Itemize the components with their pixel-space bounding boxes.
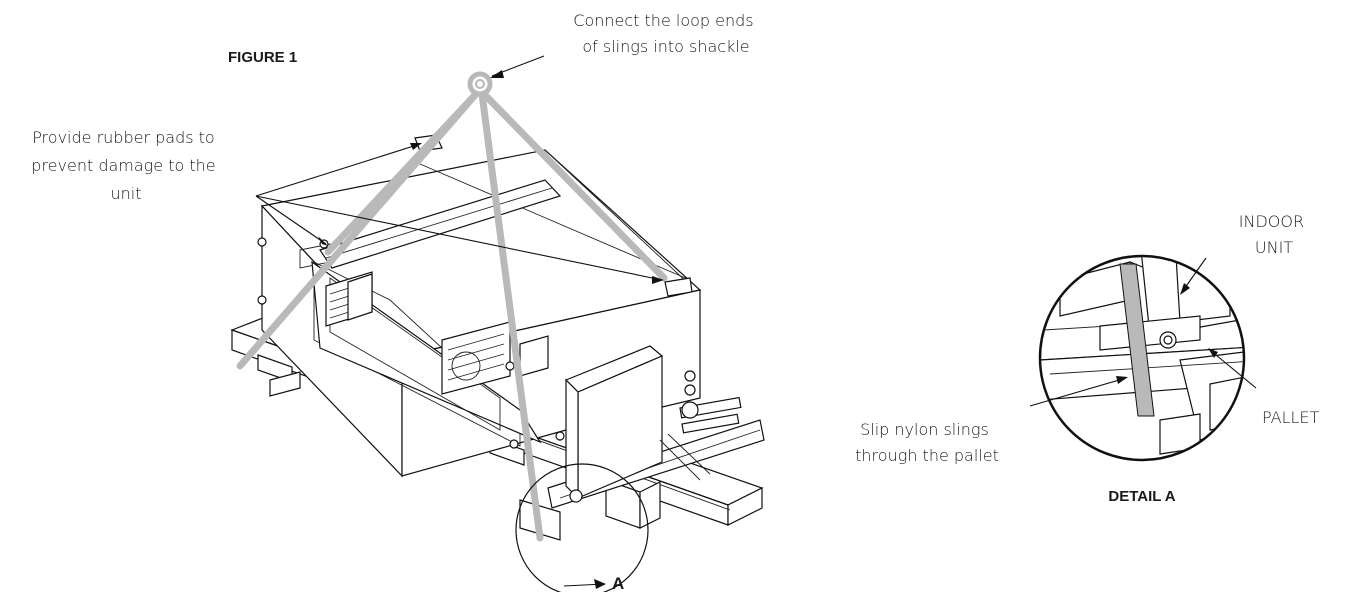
rubber-pads-note-line-1: Provide rubber pads to xyxy=(32,128,215,147)
shackle-note: Connect the loop ends of slings into sha… xyxy=(573,11,758,56)
slings-note-line-2: through the pallet xyxy=(855,446,999,465)
detail-circle-main xyxy=(515,463,649,592)
shackle xyxy=(467,71,493,97)
detail-a-view xyxy=(1029,254,1257,462)
blower-left xyxy=(325,271,373,327)
detail-callout-label: A xyxy=(612,574,624,592)
detail-a-circle xyxy=(1038,254,1246,462)
detail-a-title: DETAIL A xyxy=(1108,488,1175,505)
leader-lines-main xyxy=(255,55,664,284)
piping xyxy=(569,370,742,503)
slings-note: Slip nylon slings through the pallet xyxy=(855,420,999,465)
slings-note-line-1: Slip nylon slings xyxy=(860,420,989,439)
lifting-slings xyxy=(236,90,668,542)
rubber-pads-note: Provide rubber pads to prevent damage to… xyxy=(31,128,220,203)
shackle-note-line-1: Connect the loop ends xyxy=(573,11,753,30)
pallet-label: PALLET xyxy=(1262,408,1320,427)
unit-cabinet xyxy=(257,134,742,503)
rubber-pads-note-line-3: unit xyxy=(111,184,142,203)
indoor-unit-drawing xyxy=(230,71,765,592)
blower-right xyxy=(441,321,511,395)
shackle-note-line-2: of slings into shackle xyxy=(582,37,749,56)
indoor-unit-label: INDOOR UNIT xyxy=(1239,212,1309,257)
indoor-unit-label-line-1: INDOOR xyxy=(1239,212,1304,231)
rubber-pads-note-line-2: prevent damage to the xyxy=(31,156,215,175)
electrical-box xyxy=(564,345,664,500)
indoor-unit-label-line-2: UNIT xyxy=(1255,238,1293,257)
figure-title: FIGURE 1 xyxy=(228,49,297,66)
